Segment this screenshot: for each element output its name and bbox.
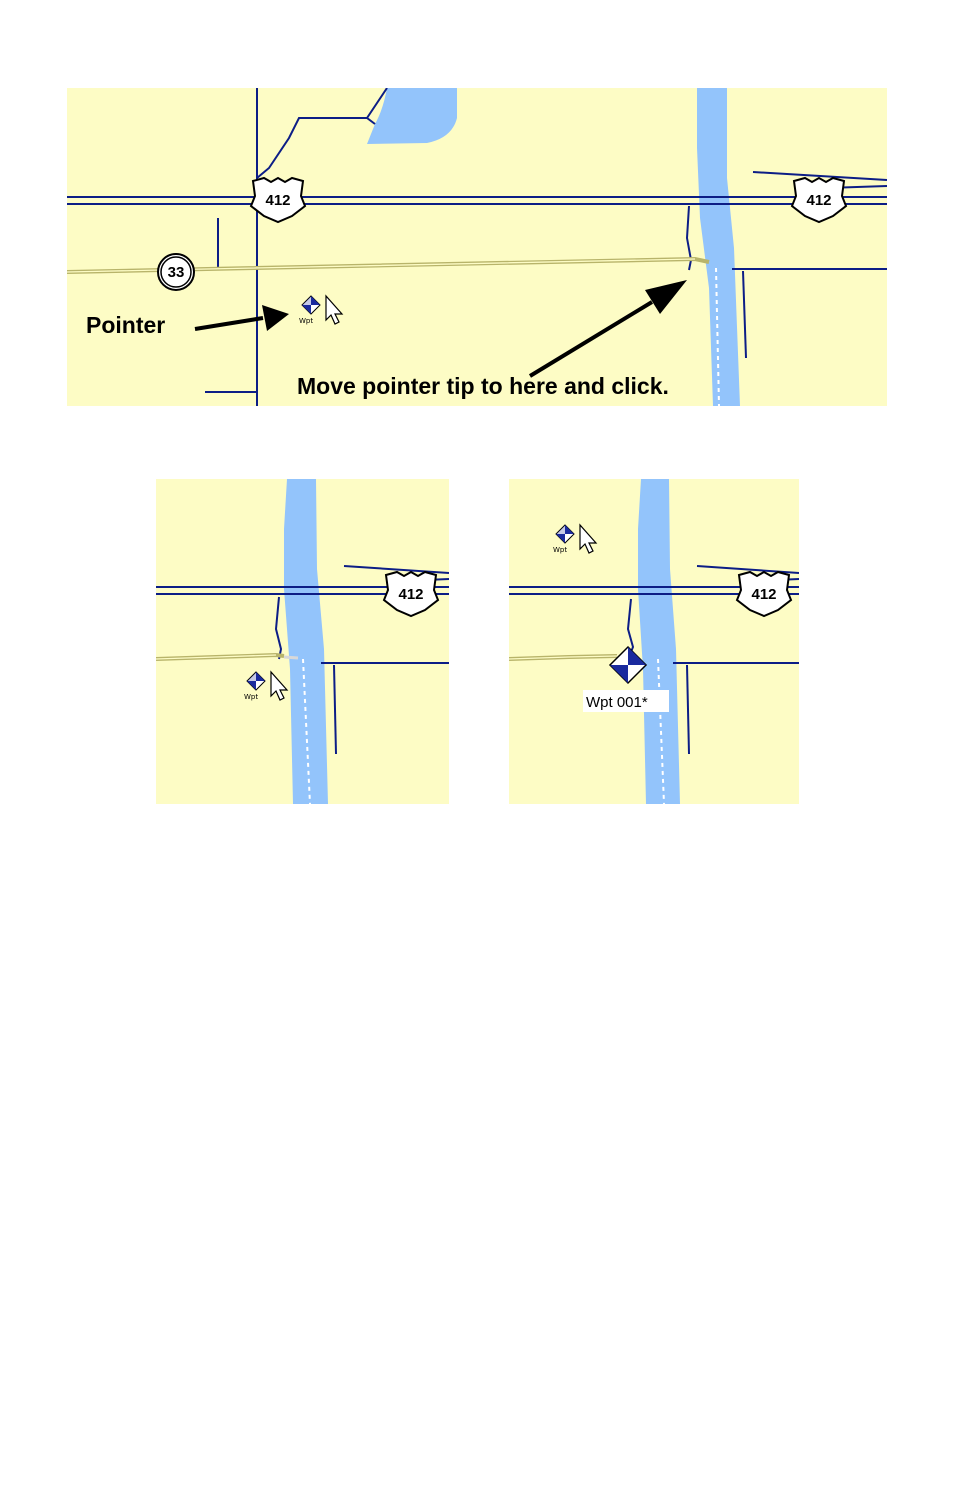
map-cursor-at-target[interactable]: 412 Wpt	[156, 479, 449, 804]
pointer-arrow	[194, 305, 289, 331]
land-background	[67, 88, 887, 406]
instruction-callout: Move pointer tip to here and click.	[297, 373, 669, 399]
us-highway-412-shield: 412	[735, 570, 793, 618]
lake	[367, 88, 457, 144]
map-main[interactable]: 33 412 412 Wpt Pointer	[67, 88, 887, 406]
waypoint-cursor-icon: Wpt	[299, 294, 344, 325]
river	[284, 479, 328, 804]
svg-text:Wpt: Wpt	[244, 693, 258, 701]
waypoint-cursor-icon: Wpt	[553, 523, 598, 554]
svg-text:412: 412	[398, 586, 423, 603]
waypoint-cursor-icon: Wpt	[244, 670, 289, 701]
river	[638, 479, 680, 804]
us-highway-412-shield: 412	[249, 176, 307, 224]
svg-text:412: 412	[751, 586, 776, 603]
svg-text:33: 33	[168, 264, 185, 281]
us-highway-412-shield: 412	[790, 176, 848, 224]
river	[697, 88, 740, 406]
svg-text:Wpt: Wpt	[553, 546, 567, 554]
map-waypoint-placed[interactable]: 412 Wpt 001* Wpt	[509, 479, 799, 804]
lake-shore-road	[256, 117, 376, 179]
waypoint-diamond-icon[interactable]	[608, 645, 648, 685]
pointer-callout: Pointer	[86, 312, 165, 338]
state-route-33-marker: 33	[157, 253, 195, 291]
svg-text:Wpt 001*: Wpt 001*	[586, 694, 648, 711]
river-trail	[715, 267, 720, 406]
target-arrow	[528, 280, 687, 378]
svg-text:412: 412	[806, 192, 831, 209]
svg-text:Wpt: Wpt	[299, 317, 313, 325]
svg-text:412: 412	[265, 192, 290, 209]
us-highway-412-shield: 412	[382, 570, 440, 618]
waypoint-label: Wpt 001*	[583, 690, 669, 712]
